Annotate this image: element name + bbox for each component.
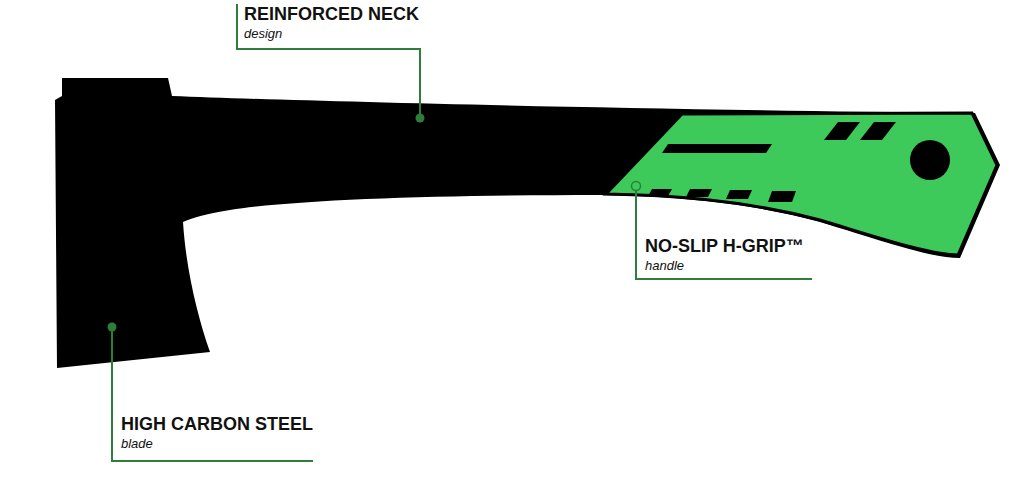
- leader-dot: [416, 114, 425, 123]
- lanyard-hole: [910, 140, 950, 180]
- axe-body: [55, 78, 1000, 368]
- leader-line: [112, 327, 313, 461]
- grip: [606, 113, 997, 255]
- grip-dash: [648, 189, 672, 196]
- leader-dot: [108, 323, 117, 332]
- callout-title: HIGH CARBON STEEL: [121, 414, 313, 435]
- callout-subtitle: design: [244, 26, 282, 41]
- grip-dash: [768, 191, 796, 202]
- leader-dot: [632, 182, 641, 191]
- leader-line: [636, 186, 812, 279]
- leader-line: [237, 4, 420, 117]
- grip-bar: [662, 144, 772, 153]
- grip-dash: [824, 122, 860, 140]
- callout-subtitle: blade: [121, 436, 153, 451]
- grip-dash: [726, 190, 752, 199]
- callout-subtitle: handle: [645, 258, 684, 273]
- callout-title: REINFORCED NECK: [244, 4, 419, 25]
- grip-dash: [686, 189, 712, 197]
- grip-dash: [860, 122, 896, 140]
- callout-title: NO-SLIP H-GRIP™: [645, 236, 804, 257]
